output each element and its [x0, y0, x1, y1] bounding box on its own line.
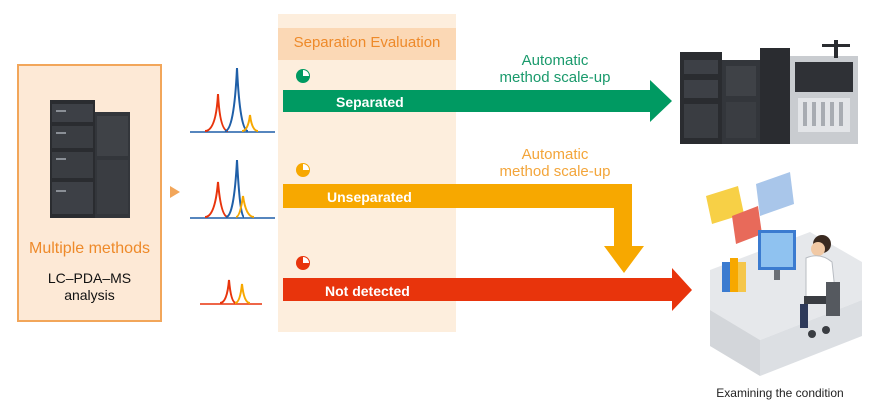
input-arrow-icon: [170, 186, 180, 198]
automatic-scale-up-label-2: Automatic method scale-up: [475, 146, 635, 180]
lc-instrument-image: [50, 100, 130, 218]
unseparated-arrow: [283, 184, 644, 273]
separated-arrow: [283, 80, 672, 122]
automatic-scale-up-label-1: Automatic method scale-up: [475, 52, 635, 86]
chromatogram-unseparated: [190, 159, 275, 219]
lc-pda-ms-line: LC–PDA–MS: [47, 270, 132, 286]
workstation-illustration: [706, 172, 862, 376]
method-scale-up-line: method scale-up: [499, 69, 611, 86]
separation-evaluation-title: Separation Evaluation: [293, 34, 441, 51]
examining-condition-label: Examining the condition: [716, 386, 844, 400]
not-detected-label: Not detected: [325, 283, 410, 299]
prep-lc-instrument-image: [680, 40, 858, 144]
separated-status-icon: [296, 69, 310, 83]
chromatogram-separated: [190, 67, 275, 133]
unseparated-label: Unseparated: [327, 189, 412, 205]
analysis-line: analysis: [64, 287, 115, 303]
method-scale-up-line: method scale-up: [499, 163, 611, 180]
lc-pda-ms-analysis-label: LC–PDA–MS analysis: [17, 270, 162, 304]
automatic-line: Automatic: [521, 146, 589, 163]
not-detected-status-icon: [296, 256, 310, 270]
separation-evaluation-header: [278, 28, 456, 60]
chromatogram-not-detected: [200, 279, 262, 305]
multiple-methods-label: Multiple methods: [29, 240, 150, 257]
not-detected-arrow: [283, 268, 692, 311]
separated-label: Separated: [336, 94, 404, 110]
automatic-line: Automatic: [521, 52, 589, 69]
unseparated-status-icon: [296, 163, 310, 177]
